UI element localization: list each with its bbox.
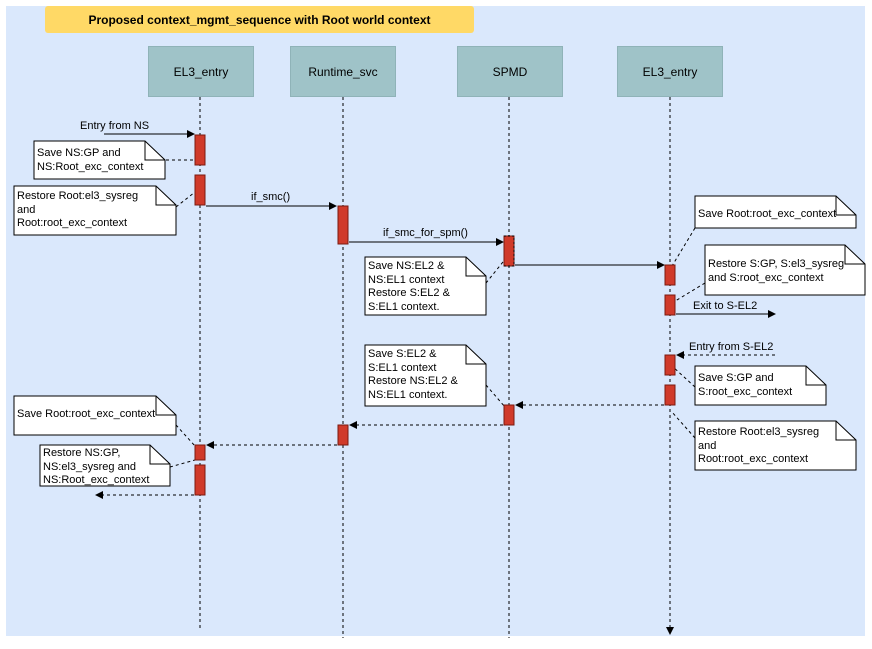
- lifeline-end-arrow: [666, 627, 674, 635]
- actor-runtime-svc: Runtime_svc: [290, 46, 396, 97]
- note-text-save-root-left: Save Root:root_exc_context: [17, 408, 156, 420]
- activation-el3-left-2: [194, 174, 206, 206]
- note-restore-s-gp: [704, 244, 866, 296]
- note-text-save-s-gp: Save S:GP and S:root_exc_context: [698, 372, 793, 398]
- note-text-save-s-el2: Save S:EL2 & S:EL1 context Restore NS:EL…: [368, 348, 458, 401]
- activation-el3-right-2: [664, 294, 676, 316]
- note-restore-root-2: [694, 420, 857, 471]
- label-exit-to-sel2: Exit to S-EL2: [693, 300, 758, 312]
- activation-el3-left-3: [194, 444, 206, 461]
- note-text-restore-ns-gp: Restore NS:GP, NS:el3_sysreg and NS:Root…: [43, 447, 150, 486]
- actor-el3-entry-right: EL3_entry: [617, 46, 723, 97]
- label-entry-from-ns: Entry from NS: [80, 120, 150, 132]
- note-save-root-left: [13, 395, 177, 436]
- activation-spmd-2: [503, 404, 515, 426]
- activation-el3-right-3: [664, 354, 676, 376]
- diagram-background: [6, 6, 865, 636]
- activation-runtime-1: [337, 205, 349, 245]
- actor-spmd: SPMD: [457, 46, 563, 97]
- label-if-smc-for-spm: if_smc_for_spm(): [383, 227, 468, 239]
- activation-spmd-1: [503, 235, 515, 267]
- actor-el3-entry-left: EL3_entry: [148, 46, 254, 97]
- note-text-restore-root-1: Restore Root:el3_sysreg and Root:root_ex…: [17, 190, 139, 229]
- note-text-restore-s-gp: Restore S:GP, S:el3_sysreg and S:root_ex…: [708, 258, 845, 284]
- activation-runtime-2: [337, 424, 349, 446]
- note-text-save-ns-el2: Save NS:EL2 & NS:EL1 context Restore S:E…: [368, 260, 450, 313]
- note-save-s-el2: [364, 344, 487, 407]
- note-restore-ns-gp: [39, 444, 171, 487]
- activation-el3-left-1: [194, 134, 206, 166]
- diagram-title: Proposed context_mgmt_sequence with Root…: [45, 6, 474, 33]
- note-save-ns-gp: [33, 140, 166, 180]
- note-text-save-ns-gp: Save NS:GP and NS:Root_exc_context: [37, 147, 144, 173]
- note-save-s-gp: [694, 365, 827, 406]
- note-restore-root-1: [13, 185, 177, 236]
- note-save-ns-el2: [364, 256, 487, 316]
- note-save-root-right: [694, 195, 857, 229]
- note-text-restore-root-2: Restore Root:el3_sysreg and Root:root_ex…: [698, 426, 820, 465]
- activation-el3-right-4: [664, 384, 676, 406]
- activation-el3-left-4: [194, 464, 206, 496]
- note-text-save-root-right: Save Root:root_exc_context: [698, 208, 837, 220]
- label-entry-from-sel2: Entry from S-EL2: [689, 341, 774, 353]
- activation-el3-right-1: [664, 264, 676, 286]
- label-if-smc: if_smc(): [251, 191, 291, 203]
